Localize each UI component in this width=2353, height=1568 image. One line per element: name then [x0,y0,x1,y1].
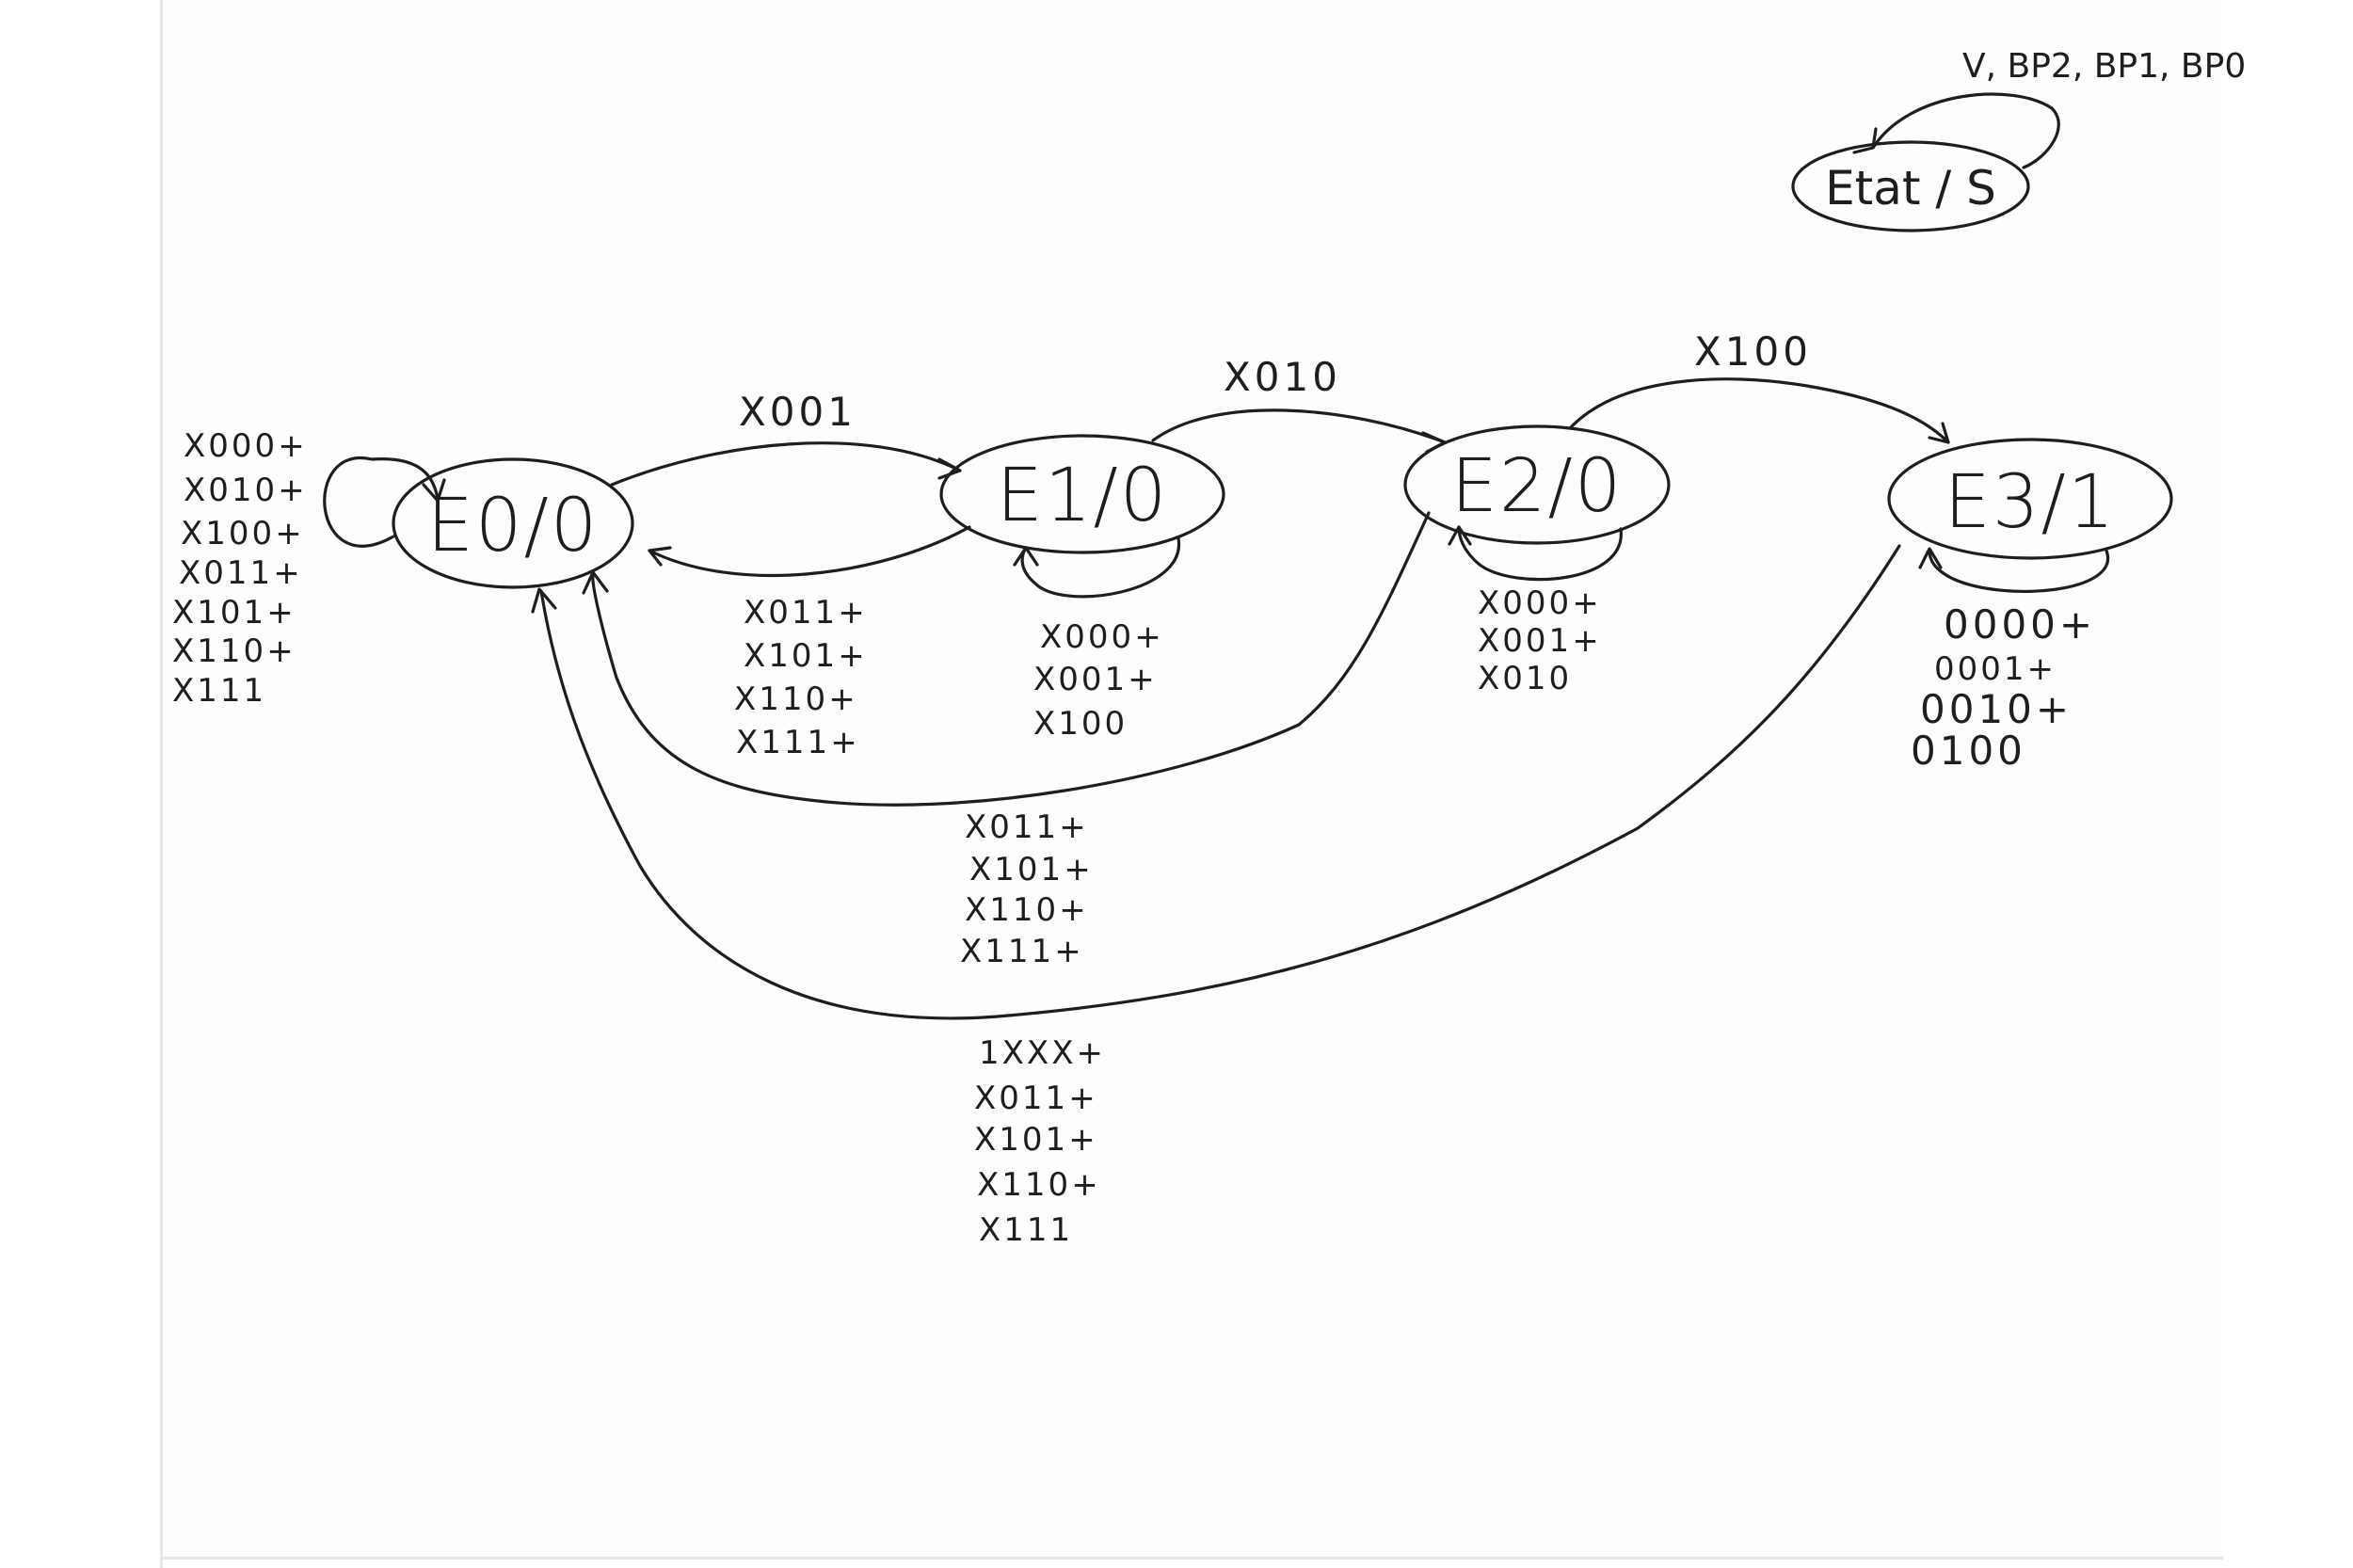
edge-e2-self-label-3: X010 [1478,660,1572,697]
edge-e0-self-label-5: X101+ [172,594,296,632]
edge-e2-e0 [582,511,1431,807]
legend-self-loop [1871,92,2060,169]
edge-e0-self-label-6: X110+ [172,632,296,670]
legend-state-label: Etat / S [1825,161,1996,216]
edge-e0-self-label-2: X010+ [184,472,308,509]
edge-e3-self-label-3: 0010+ [1920,686,2073,732]
state-e1-circle [939,434,1225,554]
state-e2-circle [1403,424,1671,545]
edge-e3-e0-labels: 1XXX+ X011+ X101+ X110+ X111 [974,1034,1106,1249]
edge-e2-self-path [1457,525,1623,582]
edge-e1-e2-arrow [1421,431,1447,454]
state-e1-label: E1/0 [997,454,1169,538]
paper-sheet [162,0,2223,1557]
edge-e3-self [1918,547,2110,593]
edge-e0-self-path [323,456,440,548]
state-e1: E1/0 [939,434,1225,554]
edge-e2-e3-arrow [1928,422,1950,444]
edge-e1-e0-label-1: X011+ [744,594,868,632]
edge-e1-self-labels: X000+ X001+ X100 [1033,618,1164,743]
edge-e3-e0-label-1: 1XXX+ [979,1034,1106,1072]
state-e0-label: E0/0 [427,484,600,568]
edge-e1-e0-label-4: X111+ [736,724,860,761]
edge-e1-self-label-3: X100 [1033,705,1128,743]
edge-e2-self-arrow [1448,525,1472,546]
edge-e1-e0-label-3: X110+ [734,680,858,718]
edge-e0-e1: X001 [610,389,962,487]
edge-e0-e1-arrow [937,457,962,480]
edge-e1-e2-path [1151,408,1447,444]
paper-left-edge [160,0,163,1568]
edge-e0-e1-path [610,441,962,487]
edge-e2-self-label-1: X000+ [1478,584,1602,622]
state-e2-label: E2/0 [1451,444,1624,529]
edge-e3-self-labels: 0000+ 0001+ 0010+ 0100 [1911,601,2096,774]
edge-e2-e0-label-1: X011+ [965,808,1089,846]
edge-e3-e0-label-3: X101+ [974,1121,1098,1159]
edge-e2-e0-label-2: X101+ [969,851,1094,888]
edge-e0-self-arrow [422,478,446,503]
edge-e2-self-labels: X000+ X001+ X010 [1478,584,1602,697]
edge-e1-e0 [648,525,971,578]
edge-e1-e0-label-2: X101+ [744,637,868,675]
state-e2: E2/0 [1403,424,1671,545]
edge-e3-e0-label-5: X111 [979,1211,1073,1249]
edge-e0-self-label-7: X111 [172,672,266,710]
edge-e0-self-label-4: X011+ [179,554,303,592]
edge-e3-self-arrow [1918,547,1943,569]
edge-e3-e0-arrow [531,587,557,614]
edge-e2-e0-label-4: X111+ [960,933,1084,970]
edge-e1-self-label-2: X001+ [1033,661,1158,698]
edge-e0-self [323,456,446,548]
edge-e3-self-label-1: 0000+ [1944,601,2096,648]
edge-e0-e1-label: X001 [739,389,856,435]
edge-e2-e0-label-3: X110+ [965,891,1089,929]
edge-e2-e0-labels: X011+ X101+ X110+ X111+ [960,808,1094,970]
paper-bottom-edge [162,1557,2223,1560]
edge-e0-self-labels: X000+ X010+ X100+ X011+ X101+ X110+ X111 [172,427,308,710]
legend: V, BP2, BP1, BP0 Etat / S [1791,47,2246,232]
edge-e3-e0-path [539,544,1901,1020]
edge-e3-e0-label-2: X011+ [974,1080,1098,1117]
edge-e2-e3-path [1568,377,1950,444]
edge-e0-self-label-3: X100+ [181,515,305,552]
edge-e3-self-path [1928,549,2110,593]
legend-arrow-head [1852,127,1878,154]
edge-e0-self-label-1: X000+ [184,427,308,465]
edge-e1-e0-arrow [648,546,672,567]
edge-e2-self-label-2: X001+ [1478,622,1602,660]
legend-state-circle [1791,140,2030,232]
edge-e2-e0-arrow [582,570,609,595]
edge-e2-e3: X100 [1568,328,1950,444]
state-e3-label: E3/1 [1945,460,2117,545]
legend-inputs-label: V, BP2, BP1, BP0 [1962,47,2246,86]
edge-e3-self-label-4: 0100 [1911,728,2026,774]
edge-e3-e0 [531,544,1901,1020]
edge-e1-self-arrow [1013,546,1039,567]
edge-e1-self-path [1020,536,1180,599]
state-e3: E3/1 [1887,438,2173,560]
state-e3-circle [1887,438,2173,560]
edge-e3-e0-label-4: X110+ [977,1166,1101,1204]
edge-e1-e2-label: X010 [1224,354,1341,400]
edge-e2-self [1448,525,1623,582]
edge-e1-e2: X010 [1151,354,1447,454]
edge-e1-e0-labels: X011+ X101+ X110+ X111+ [734,594,868,761]
edge-e2-e3-label: X100 [1694,328,1812,375]
state-e0: E0/0 [392,457,634,589]
edge-e1-e0-path [648,525,971,578]
state-e0-circle [392,457,634,589]
edge-e1-self [1013,536,1180,599]
edge-e1-self-label-1: X000+ [1040,618,1164,656]
edge-e2-e0-path [591,511,1431,807]
edge-e3-self-label-2: 0001+ [1934,650,2057,688]
